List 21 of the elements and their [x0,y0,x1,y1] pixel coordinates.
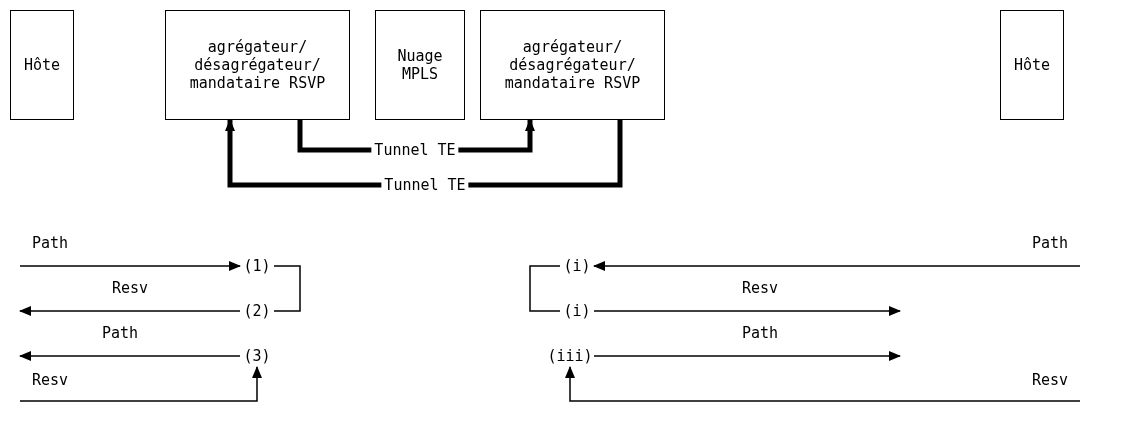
connector-line [273,265,301,312]
arrow [19,261,241,271]
step-marker: (1) [240,255,274,277]
aggregator-box: agrégateur/ désagrégateur/ mandataire RSVP [480,10,665,120]
arrow [565,366,1081,402]
arrow [19,351,241,361]
arrow [593,351,901,361]
connector-line [529,265,561,312]
step-marker: (2) [240,300,274,322]
step-marker: (iii) [546,345,594,367]
arrow [593,261,1081,271]
host-box: Hôte [10,10,74,120]
cloud-box: Nuage MPLS [375,10,465,120]
step-marker: (3) [240,345,274,367]
aggregator-box: agrégateur/ désagrégateur/ mandataire RSVP [165,10,350,120]
step-marker: (i) [560,255,594,277]
host-box: Hôte [1000,10,1064,120]
arrow [19,306,241,316]
arrow [19,366,262,402]
arrow [593,306,901,316]
step-marker: (i) [560,300,594,322]
